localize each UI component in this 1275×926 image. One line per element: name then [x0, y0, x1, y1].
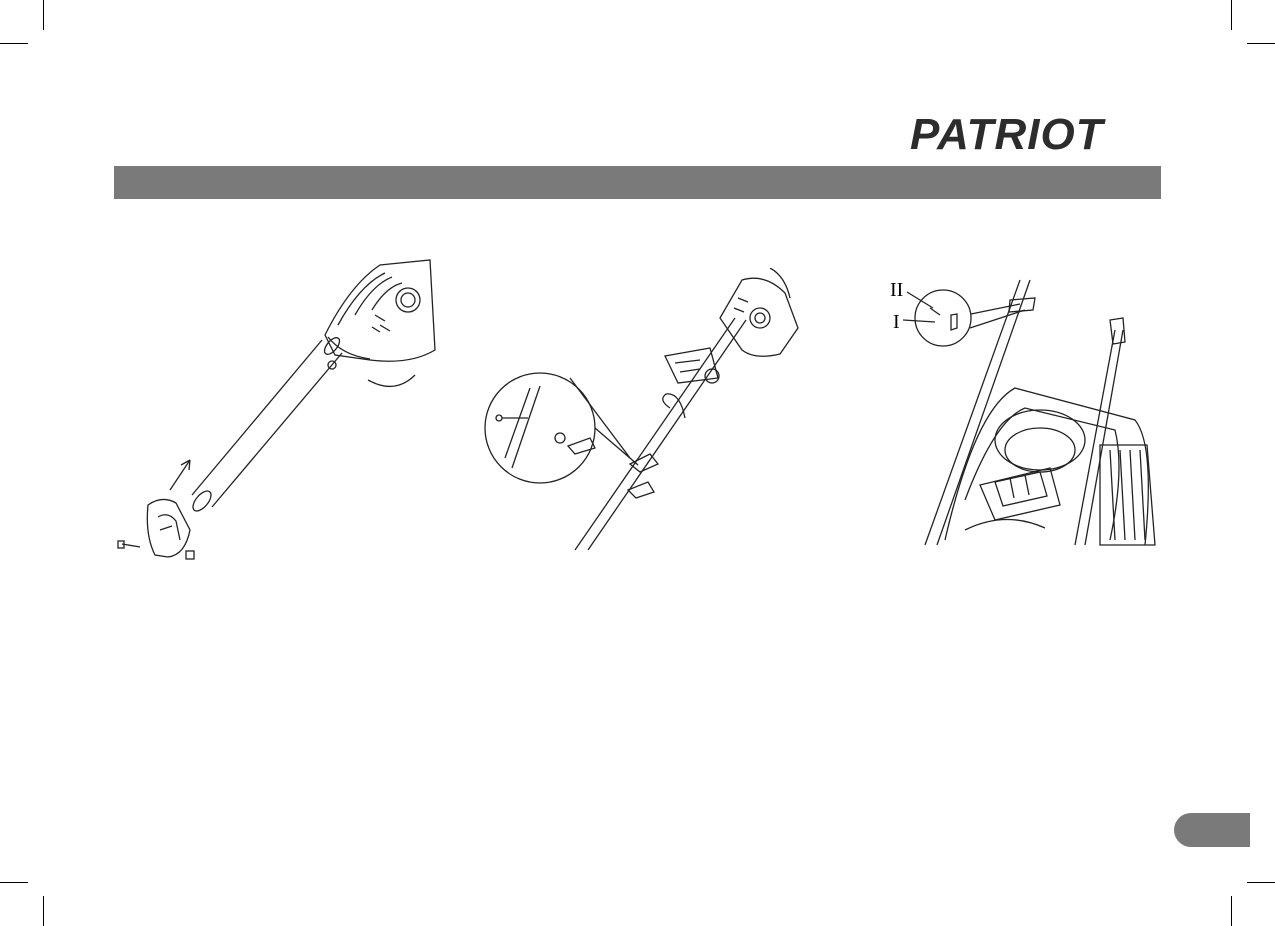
- crop-mark: [0, 43, 28, 44]
- label-roman-two: II: [890, 279, 903, 301]
- label-roman-one: I: [893, 311, 900, 333]
- figure-3-mower-latch: II I: [885, 270, 1160, 550]
- page-number-tab: [1174, 813, 1250, 847]
- crop-mark: [43, 896, 44, 926]
- figure-1-handle-assembly: [110, 255, 440, 565]
- crop-mark: [1231, 896, 1232, 926]
- section-header-band: [114, 166, 1161, 199]
- patriot-logo: PATRIOT: [908, 112, 1164, 154]
- brand-text: PATRIOT: [910, 112, 1106, 154]
- crop-mark: [0, 882, 28, 883]
- crop-mark: [1231, 0, 1232, 30]
- figure-2-cable-clip: [480, 268, 820, 553]
- crop-mark: [1247, 43, 1275, 44]
- crop-mark: [43, 0, 44, 30]
- crop-mark: [1247, 882, 1275, 883]
